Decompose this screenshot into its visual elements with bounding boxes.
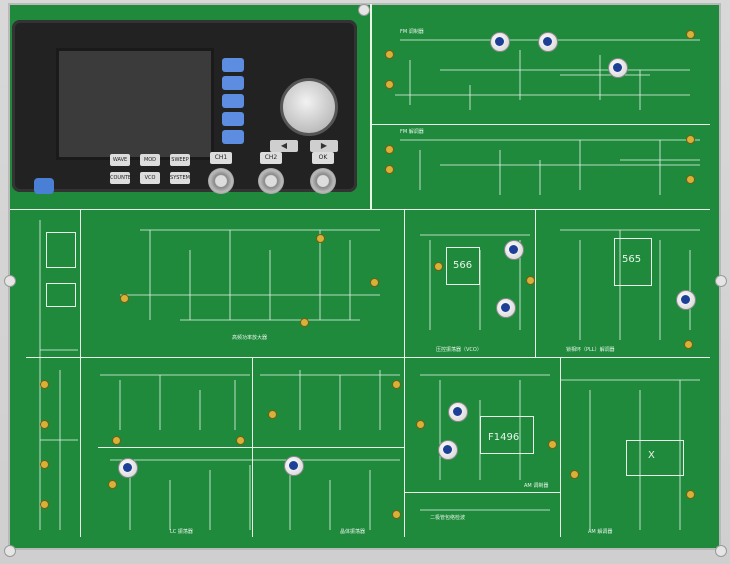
signal-generator: ◀ ▶ WAVE MOD SWEEP COUNTER VCO SYSTEM CH… — [12, 20, 357, 194]
test-pin[interactable] — [548, 440, 557, 449]
mounting-bolt — [715, 545, 727, 557]
test-pin[interactable] — [385, 50, 394, 59]
divider-line — [404, 209, 405, 537]
mounting-bolt — [4, 545, 16, 557]
ch2-label: CH2 — [260, 152, 282, 164]
ic-566-label: 566 — [453, 260, 473, 271]
module-label-crystal-osc: 晶体振荡器 — [340, 529, 366, 535]
bnc-connector-ch2[interactable] — [258, 168, 284, 194]
sweep-button[interactable]: SWEEP — [170, 154, 190, 166]
divider-line — [560, 357, 561, 537]
power-module-block — [46, 232, 76, 268]
potentiometer[interactable] — [676, 290, 696, 310]
test-pin[interactable] — [392, 510, 401, 519]
module-label-rf-amp: 高频功率放大器 — [232, 335, 268, 341]
test-pin[interactable] — [686, 30, 695, 39]
potentiometer[interactable] — [448, 402, 468, 422]
module-label-envelope: 二极管包络检波 — [430, 515, 466, 521]
divider-line — [404, 492, 560, 493]
softkey-button[interactable] — [222, 112, 244, 126]
multiplier-block — [626, 440, 684, 476]
potentiometer[interactable] — [496, 298, 516, 318]
test-pin[interactable] — [236, 436, 245, 445]
test-pin[interactable] — [392, 380, 401, 389]
ic-565 — [614, 238, 652, 286]
module-label-fm-demod: FM 解调器 — [400, 129, 424, 135]
bnc-connector-ch1[interactable] — [208, 168, 234, 194]
ok-label: OK — [312, 152, 334, 164]
divider-line — [404, 357, 710, 358]
divider-line — [370, 124, 710, 125]
potentiometer[interactable] — [538, 32, 558, 52]
softkey-button[interactable] — [222, 76, 244, 90]
ch1-label: CH1 — [210, 152, 232, 164]
divider-line — [370, 4, 372, 209]
test-pin[interactable] — [370, 278, 379, 287]
module-label-fm-mod: FM 调制器 — [400, 29, 424, 35]
ic-565-label: 565 — [622, 254, 642, 265]
ic-566 — [446, 247, 480, 285]
softkey-button[interactable] — [222, 94, 244, 108]
potentiometer[interactable] — [118, 458, 138, 478]
wave-button[interactable]: WAVE — [110, 154, 130, 166]
generator-display — [56, 48, 214, 160]
test-pin[interactable] — [416, 420, 425, 429]
test-pin[interactable] — [40, 500, 49, 509]
test-pin[interactable] — [385, 165, 394, 174]
test-pin[interactable] — [40, 420, 49, 429]
module-label-pll: 锁相环（PLL）解调器 — [566, 347, 615, 353]
divider-line — [98, 447, 404, 448]
test-pin[interactable] — [120, 294, 129, 303]
test-pin[interactable] — [385, 145, 394, 154]
divider-line — [535, 209, 536, 357]
test-pin[interactable] — [385, 80, 394, 89]
potentiometer[interactable] — [608, 58, 628, 78]
rotary-knob[interactable] — [280, 78, 338, 136]
mounting-bolt — [358, 4, 370, 16]
vco-button[interactable]: VCO — [140, 172, 160, 184]
test-pin[interactable] — [684, 340, 693, 349]
test-pin[interactable] — [526, 276, 535, 285]
test-pin[interactable] — [300, 318, 309, 327]
test-pin[interactable] — [112, 436, 121, 445]
test-pin[interactable] — [40, 380, 49, 389]
module-label-vco: 压控振荡器（VCO） — [436, 347, 482, 353]
mounting-bolt — [715, 275, 727, 287]
amplifier-block — [46, 283, 76, 307]
ic-f1496-label: F1496 — [488, 432, 520, 443]
mounting-bolt — [4, 275, 16, 287]
arrow-right-button[interactable]: ▶ — [310, 140, 338, 152]
counter-button[interactable]: COUNTER — [110, 172, 135, 184]
potentiometer[interactable] — [490, 32, 510, 52]
module-label-am-demod: AM 解调器 — [588, 529, 613, 535]
divider-line — [10, 209, 710, 210]
multiplier-block-label: X — [648, 450, 655, 461]
test-pin[interactable] — [686, 175, 695, 184]
potentiometer[interactable] — [284, 456, 304, 476]
module-label-am-mod: AM 调制器 — [524, 483, 549, 489]
test-pin[interactable] — [570, 470, 579, 479]
mod-button[interactable]: MOD — [140, 154, 160, 166]
potentiometer[interactable] — [504, 240, 524, 260]
divider-line — [80, 209, 81, 537]
system-button[interactable]: SYSTEM — [170, 172, 190, 184]
test-pin[interactable] — [108, 480, 117, 489]
module-label-lc-osc: LC 振荡器 — [170, 529, 193, 535]
arrow-left-button[interactable]: ◀ — [270, 140, 298, 152]
ic-f1496 — [480, 416, 534, 454]
test-pin[interactable] — [434, 262, 443, 271]
divider-line — [26, 357, 406, 358]
bnc-connector-ok[interactable] — [310, 168, 336, 194]
power-button[interactable] — [34, 178, 54, 194]
test-pin[interactable] — [40, 460, 49, 469]
softkey-button[interactable] — [222, 58, 244, 72]
test-pin[interactable] — [316, 234, 325, 243]
softkey-button[interactable] — [222, 130, 244, 144]
test-pin[interactable] — [686, 135, 695, 144]
test-pin[interactable] — [268, 410, 277, 419]
test-pin[interactable] — [686, 490, 695, 499]
potentiometer[interactable] — [438, 440, 458, 460]
